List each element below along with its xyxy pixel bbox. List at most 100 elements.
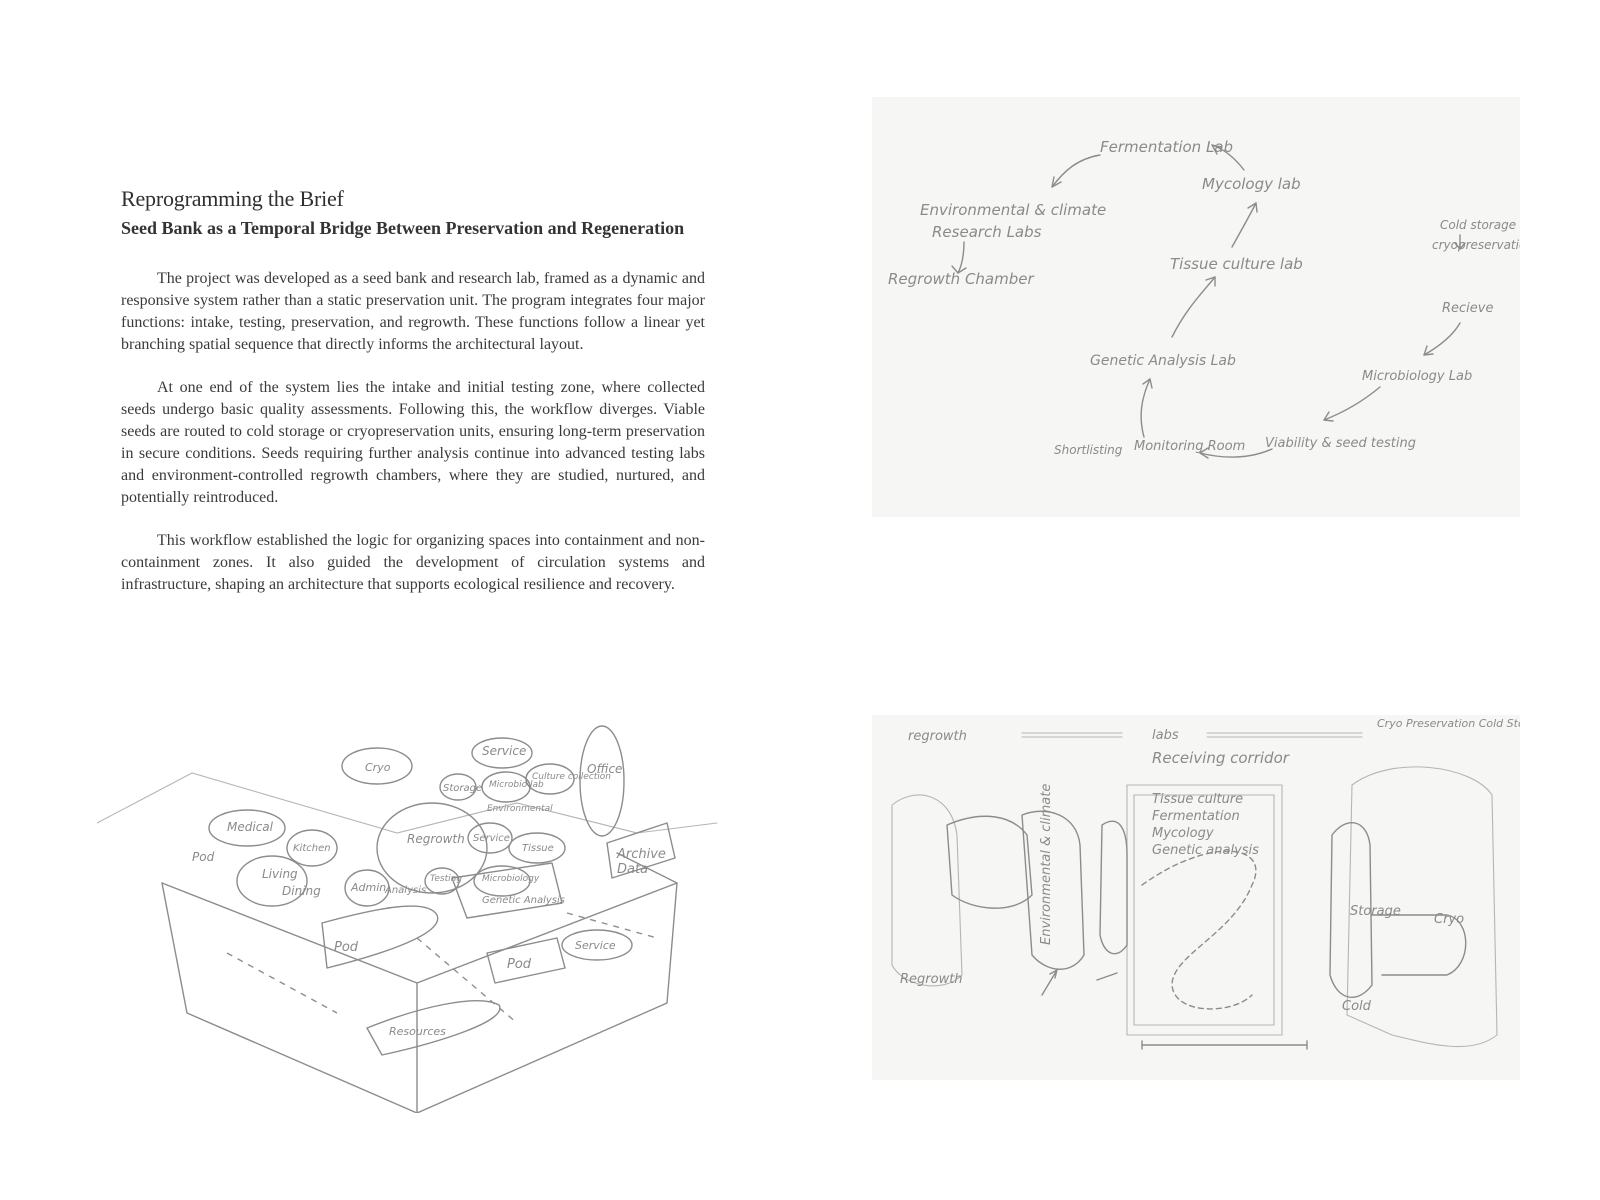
arrowhead-icon: [1211, 144, 1223, 155]
plan-sketch-drawing: regrowth labs Cryo Preservation Cold Sto…: [891, 717, 1520, 1050]
arrow-cold-storage: [1454, 234, 1466, 250]
arrowhead-icon: [1205, 276, 1216, 287]
box-archive: [606, 822, 676, 879]
arrowhead-icon: [1323, 411, 1334, 422]
bubble-service-top: [471, 737, 533, 769]
workflow-sketch: Fermentation Lab Mycology lab Environmen…: [872, 97, 1520, 517]
label-archive: Archive: [616, 847, 666, 862]
label-mycology: Mycology: [1152, 826, 1214, 841]
label-regrowth-top: regrowth: [908, 729, 967, 744]
circulation-line: [226, 952, 338, 1014]
bubble-storage: [439, 773, 477, 801]
central-lab-inner: [1133, 794, 1275, 1026]
circulation-loop: [1141, 850, 1257, 1010]
central-lab-block: [1126, 784, 1283, 1036]
arrow-tissue-mycology: [1231, 202, 1257, 248]
bubble-culture: [525, 763, 575, 795]
label-cryo: Cryo: [1434, 912, 1464, 927]
label-service-top: Service: [482, 744, 526, 758]
label-environmental: Environmental & climate: [920, 201, 1106, 219]
bubble-kitchen: [286, 829, 338, 867]
bubble-testing: [424, 867, 460, 895]
bubble-microbiology: [473, 865, 531, 897]
label-pod-mid: Pod: [507, 957, 532, 972]
label-pod-front: Pod: [334, 940, 359, 955]
label-genetic: Genetic Analysis: [482, 895, 565, 906]
label-microbiology-lab: Microbiology Lab: [1362, 369, 1472, 384]
label-medical: Medical: [227, 820, 274, 834]
label-cryopreservation: cryopreservation: [1432, 238, 1520, 252]
bubble-admin: [344, 869, 390, 907]
label-shortlisting: Shortlisting: [1054, 443, 1123, 457]
label-tissue-culture: Tissue culture lab: [1170, 255, 1303, 273]
arrow-genetic-tissue: [1171, 276, 1216, 338]
text-column: Reprogramming the Brief Seed Bank as a T…: [121, 186, 705, 596]
slab-outline: [161, 882, 678, 1113]
label-tissue: Tissue: [522, 843, 554, 854]
arrow-fermentation-env: [1051, 154, 1101, 188]
label-research-labs: Research Labs: [932, 223, 1042, 241]
body-paragraph-3: This workflow established the logic for …: [121, 532, 705, 593]
label-genetic-analysis: Genetic Analysis Lab: [1090, 353, 1236, 369]
label-regrowth: Regrowth: [407, 832, 465, 846]
arrow-up-icon: [1041, 969, 1058, 996]
label-culture: Culture collection: [532, 772, 611, 782]
pod-left: [321, 905, 439, 969]
bubble-medical: [208, 809, 286, 847]
slab-top-edge: [161, 852, 678, 984]
regrowth-mass: [891, 794, 963, 987]
pod-resources: [366, 1000, 501, 1056]
label-cryo: Cryo: [365, 761, 391, 774]
label-microbiology: Microbiology: [482, 874, 540, 884]
env-block: [946, 815, 1033, 909]
label-environmental: Environmental: [487, 804, 553, 814]
page-subtitle: Seed Bank as a Temporal Bridge Between P…: [121, 218, 685, 238]
circulation-line: [416, 937, 518, 1024]
label-genetic: Genetic analysis: [1152, 843, 1259, 858]
label-micro-lab: Microbio lab: [489, 780, 544, 790]
arrowhead-icon: [951, 265, 967, 274]
shading-stroke: [97, 772, 718, 834]
label-testing: Testing: [430, 874, 462, 884]
arrowhead-icon: [1142, 378, 1153, 389]
bubble-cryo: [341, 747, 413, 785]
arrow-viability-monitoring: [1199, 448, 1273, 458]
body-paragraph-2: At one end of the system lies the intake…: [121, 379, 705, 506]
arrow-microbiology-viability: [1323, 386, 1381, 421]
cold-block: [1371, 914, 1467, 976]
label-pod-left: Pod: [192, 850, 215, 864]
label-environmental: Environmental & climate: [1039, 784, 1054, 945]
arrow-monitoring-genetic: [1140, 378, 1151, 438]
label-labs: labs: [1152, 728, 1179, 743]
arrow-shaft: [1021, 732, 1123, 738]
label-living: Living: [262, 867, 298, 881]
bubble-living: [236, 855, 308, 907]
arrowhead-icon: [1051, 176, 1062, 188]
label-analysis: Analysis: [384, 885, 426, 896]
label-service-mid: Service: [473, 833, 510, 844]
env-lab-block: [1021, 810, 1085, 970]
bubble-office: [579, 725, 625, 837]
arrowhead-icon: [1247, 202, 1258, 213]
cryo-link: [1329, 822, 1373, 998]
bubble-service-low: [561, 929, 633, 961]
circulation-line: [566, 912, 658, 939]
label-data: Data: [617, 862, 648, 877]
arrow-research-regrowth: [957, 241, 965, 274]
bubble-regrowth: [376, 802, 488, 894]
label-recieve: Recieve: [1442, 301, 1493, 316]
corridor-block: [1099, 820, 1128, 955]
label-office: Office: [587, 762, 622, 776]
dimension-line: [1141, 1040, 1308, 1050]
axonometric-sketch: Service Office Storage Microbio lab Cult…: [97, 683, 745, 1113]
body-paragraph-1: The project was developed as a seed bank…: [121, 270, 705, 353]
label-kitchen: Kitchen: [293, 843, 331, 854]
arrowhead-icon: [1423, 345, 1434, 356]
label-cold-storage: Cold storage: [1440, 218, 1516, 232]
box-genetic: [451, 862, 563, 919]
bubble-tissue: [508, 832, 566, 864]
label-storage: Storage: [1350, 904, 1401, 919]
label-cold: Cold: [1342, 999, 1372, 1014]
label-admin: Admin: [350, 881, 386, 894]
plan-sketch: regrowth labs Cryo Preservation Cold Sto…: [872, 715, 1520, 1080]
